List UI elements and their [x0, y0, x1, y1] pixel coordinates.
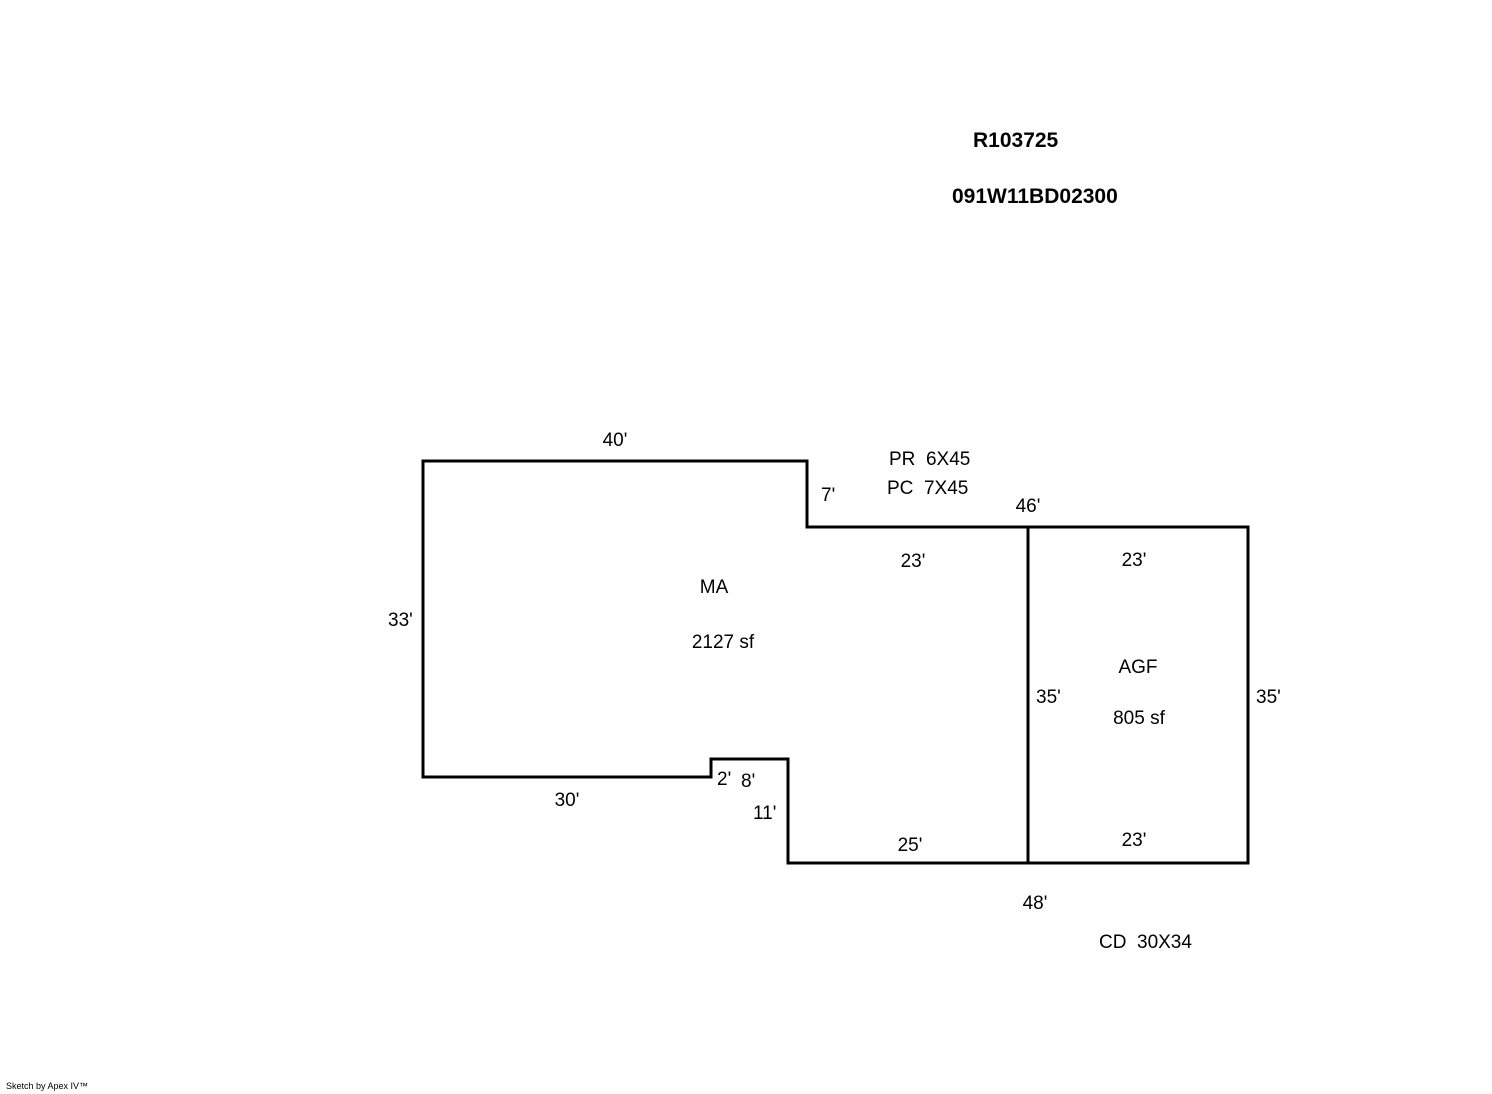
dim-bottom-main: 25': [897, 835, 923, 856]
map-tax-lot: 091W11BD02300: [952, 185, 1118, 208]
dim-garage-left: 35': [1036, 687, 1061, 708]
dim-top-main: 40': [602, 430, 628, 451]
garage-area-size: 805 sf: [1113, 708, 1165, 729]
feature-porch-covered: PC 7X45: [887, 478, 969, 499]
dim-main-inner-top: 23': [900, 551, 926, 572]
main-area-outline: [421, 459, 1030, 865]
feature-deck: CD 30X34: [1099, 932, 1192, 953]
dim-step-small: 2': [717, 769, 732, 790]
parcel-id: R103725: [973, 129, 1059, 152]
dim-step-drop: 11': [753, 803, 777, 824]
dim-step-width: 8': [741, 771, 756, 792]
feature-porch-roof: PR 6X45: [889, 449, 971, 470]
dim-step-top: 7': [821, 485, 836, 506]
dim-garage-right: 35': [1256, 687, 1281, 708]
garage-area-outline: [1026, 525, 1250, 865]
sketch-credit: Sketch by Apex IV™: [6, 1081, 89, 1091]
garage-area-code: AGF: [1118, 657, 1158, 678]
dim-bottom-total: 48': [1022, 893, 1048, 914]
dim-garage-top: 23': [1121, 550, 1147, 571]
main-area-code: MA: [699, 577, 729, 598]
dim-left: 33': [388, 610, 413, 631]
dim-bottom-left: 30': [554, 790, 580, 811]
dim-top-total: 46': [1015, 496, 1041, 517]
dim-garage-bottom: 23': [1121, 830, 1147, 851]
main-area-size: 2127 sf: [691, 632, 755, 653]
